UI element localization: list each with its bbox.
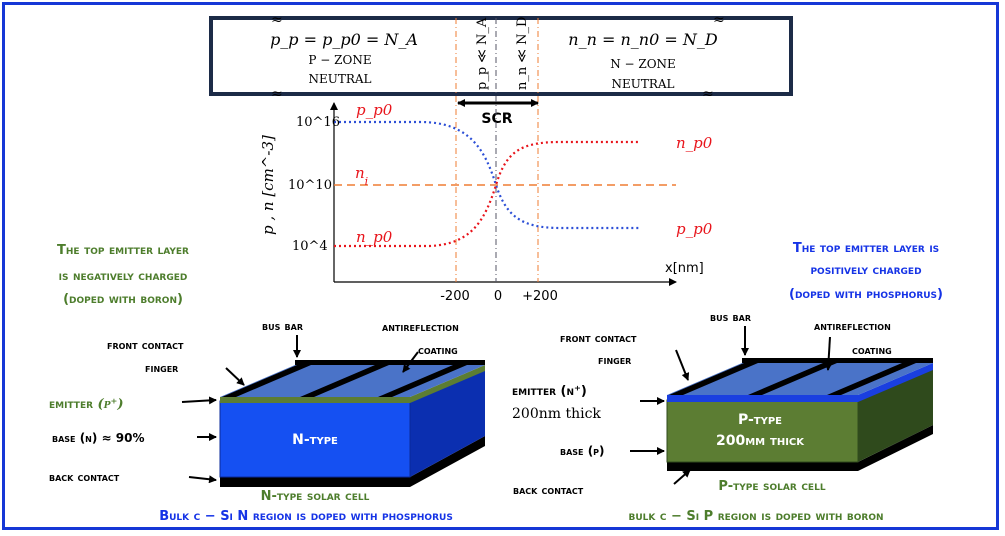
n-finger-3	[378, 365, 467, 397]
y-tick-1e4: 10^4	[292, 239, 328, 254]
right-base-label: base (p)	[560, 444, 605, 458]
p-bus-bar	[742, 358, 933, 363]
right-back-contact-label: back contact	[513, 483, 584, 497]
n-back-contact-layer	[220, 436, 485, 487]
left-coating-label: coating	[418, 343, 458, 357]
p-zone-label: P − ZONE	[308, 53, 371, 67]
n-type-cell: N-type	[219, 360, 485, 487]
p-finger-1	[669, 363, 758, 395]
x-axis-label: x[nm]	[665, 261, 704, 276]
left-bulk-text: Bulk c − Si N region is doped with phosp…	[159, 509, 453, 524]
left-back-contact-arrow	[188, 475, 217, 484]
p-base-front	[666, 399, 859, 463]
n-zone-equation: n_n = n_n0 = N_D	[568, 30, 718, 49]
p-emitter-layer	[667, 363, 933, 402]
p-finger-2	[748, 363, 837, 395]
left-finger-arrow	[225, 367, 245, 386]
n-finger-1	[222, 365, 311, 397]
left-base-label: base (n) ≈ 90%	[52, 431, 145, 445]
y-axis-label: p , n [cm^-3]	[259, 135, 277, 235]
right-heading-2: positively charged	[810, 263, 921, 278]
right-finger-label: finger	[598, 353, 631, 367]
p-type-cell: P-type 200μm thick	[666, 358, 933, 471]
left-emitter-arrow	[181, 396, 217, 405]
series-np0-line	[334, 140, 640, 248]
right-front-contact-label: front contact	[560, 331, 637, 345]
left-heading-2: is negatively charged	[59, 269, 188, 284]
label-np0-left: n_p0	[356, 228, 393, 246]
p-type-label: P-type	[738, 412, 782, 428]
n-zone-neutral: NEUTRAL	[611, 77, 674, 91]
scr-label: SCR	[481, 111, 512, 127]
p-type-thickness: 200μm thick	[716, 433, 805, 449]
right-coating-label: coating	[852, 343, 892, 357]
right-bus-bar-label: bus bar	[710, 310, 751, 324]
x-tick-plus200: +200	[522, 289, 558, 304]
break-mark-tl: ≈	[271, 12, 283, 28]
p-base-side	[858, 368, 933, 462]
right-emitter-label: emitter (n⁺)	[512, 384, 587, 399]
pp-vertical-label: p_p ≪ N_A	[475, 17, 490, 90]
label-ni: ni	[355, 164, 368, 188]
right-emitter-thickness: 200nm thick	[512, 406, 601, 422]
left-emitter-label: emitter (p⁺)	[49, 397, 123, 412]
left-heading-3: (doped with boron)	[63, 292, 183, 307]
left-bus-bar-label: bus bar	[262, 319, 303, 333]
carrier-chart: 10^16 10^10 10^4 p , n [cm^-3] -200 0 +2…	[259, 18, 713, 304]
right-cell-name: P-type solar cell	[718, 479, 825, 494]
n-emitter-layer	[220, 365, 485, 403]
left-heading-1: The top emitter layer	[57, 243, 189, 258]
break-mark-tr: ≈	[713, 12, 725, 28]
series-pp0-line	[334, 120, 640, 230]
left-antireflection-label: antireflection	[382, 320, 459, 334]
n-zone-label: N − ZONE	[610, 57, 676, 71]
right-antireflection-label: antireflection	[814, 319, 891, 333]
break-mark-br: ≈	[702, 86, 714, 102]
left-back-contact-label: back contact	[49, 470, 120, 484]
n-type-label: N-type	[292, 432, 338, 448]
break-mark-bl: ≈	[271, 86, 283, 102]
p-back-contact-layer	[667, 425, 933, 471]
left-front-contact-label: front contact	[107, 338, 184, 352]
page-frame	[2, 2, 999, 530]
right-heading-3: (doped with phosphorus)	[789, 287, 943, 302]
left-cell-name: N-type solar cell	[261, 489, 370, 504]
right-finger-arrow	[675, 349, 690, 381]
label-pp0-right: p_p0	[676, 220, 713, 238]
label-pp0-left: p_p0	[356, 101, 393, 119]
n-bus-bar	[295, 360, 485, 365]
right-coating-arrow	[824, 336, 833, 371]
n-base-side	[410, 369, 485, 477]
x-tick-minus200: -200	[440, 289, 470, 304]
label-np0-right: n_p0	[676, 134, 713, 152]
right-bulk-text: bulk c − Si P region is doped with boron	[628, 509, 883, 524]
left-finger-label: finger	[145, 361, 178, 375]
nn-vertical-label: n_n ≪ N_D	[515, 17, 530, 90]
right-heading-1: The top emitter layer is	[793, 241, 939, 256]
p-zone-neutral: NEUTRAL	[308, 72, 371, 86]
x-tick-0: 0	[494, 289, 502, 304]
n-finger-2	[300, 365, 389, 397]
left-coating-arrow	[402, 351, 419, 373]
y-tick-1e16: 10^16	[296, 115, 340, 130]
p-zone-equation: p_p = p_p0 = N_A	[270, 30, 418, 49]
p-finger-3	[827, 363, 916, 395]
n-base-front	[219, 400, 411, 478]
y-tick-1e10: 10^10	[288, 178, 332, 193]
right-back-contact-arrow	[673, 469, 691, 485]
junction-box	[209, 16, 793, 96]
